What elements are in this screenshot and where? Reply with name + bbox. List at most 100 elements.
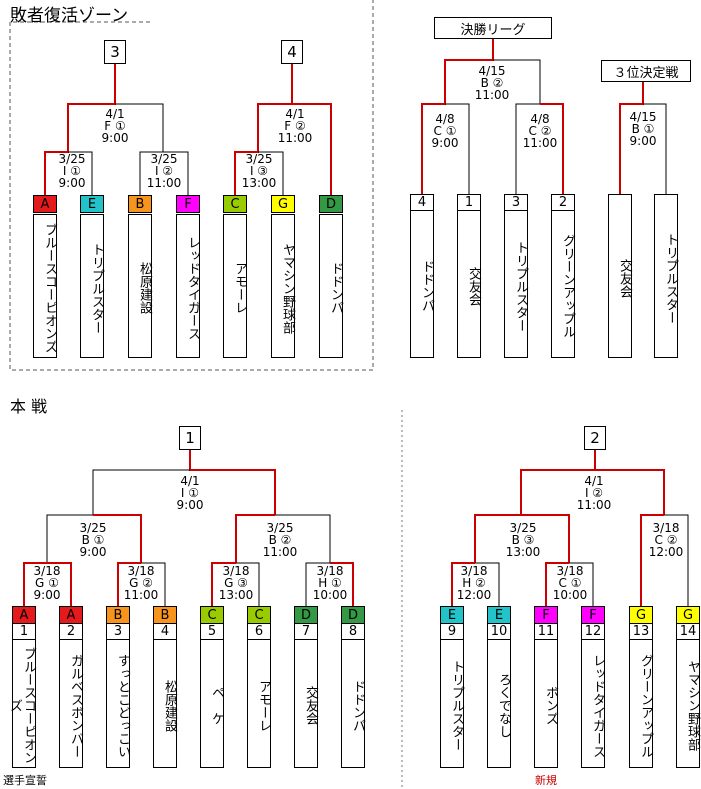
losers-win-path-4: [234, 64, 293, 195]
main-match-i2: 4/1 I ② 11:00: [576, 474, 612, 512]
main-g3-right: [236, 562, 260, 606]
team-number: 14: [677, 624, 699, 640]
main-badge-d: D: [294, 606, 318, 624]
main-badge-a: A: [12, 606, 36, 624]
losers-i1-right: [68, 151, 93, 195]
losers-team-box: 松原建設: [128, 214, 152, 358]
main-badge-c: C: [247, 606, 271, 624]
main-g1-win-b: [47, 562, 72, 606]
main-match-c2: 3/18 C ② 12:00: [648, 521, 684, 559]
team-number: 4: [154, 624, 176, 640]
main-badge-a: A: [59, 606, 83, 624]
third-match-b1: 4/15 B ① 9:00: [629, 110, 657, 148]
losers-badge-g: G: [271, 195, 295, 213]
main-right-final-win-b: [595, 469, 665, 515]
team-name: 交友会: [303, 686, 318, 725]
losers-slot-4: 4: [281, 40, 303, 64]
main-slot-2: 2: [584, 426, 606, 450]
team-name: ブルースコーピオンズ: [7, 647, 36, 764]
main-c1-right: [569, 562, 594, 606]
main-c1-win: [545, 562, 569, 606]
main-g1-win: [23, 562, 47, 606]
losers-team-box: トリプルスター: [80, 214, 104, 358]
final-c1-right: [445, 103, 470, 195]
main-team-box: 11 ボンズ: [534, 623, 558, 768]
team-name: ろくでなし: [496, 673, 511, 738]
team-name: レッドタイガース: [185, 236, 200, 340]
main-b3-win-b: [521, 514, 570, 563]
losers-match-i1: 3/25 I ① 9:00: [58, 152, 86, 190]
opening-pledge-note: 選手宣誓: [3, 774, 47, 787]
team-name: アモーレ: [232, 262, 247, 314]
main-g3-win: [211, 562, 236, 606]
losers-zone-border: [9, 0, 374, 371]
losers-badge-f: F: [176, 195, 200, 213]
team-name: トリプルスター: [449, 660, 464, 751]
team-name: 交友会: [466, 266, 481, 306]
main-match-h2: 3/18 H ② 12:00: [456, 564, 492, 602]
main-match-h1: 3/18 H ① 10:00: [312, 564, 348, 602]
losers-badge-a: A: [33, 195, 57, 213]
third-team-box: トリプルスター: [654, 194, 678, 358]
losers-badge-e: E: [80, 195, 104, 213]
losers-badge-b: B: [128, 195, 152, 213]
final-match-c1: 4/8 C ① 9:00: [431, 112, 459, 150]
losers-top-left-right: [115, 103, 164, 152]
team-name: ボンズ: [543, 686, 558, 725]
main-badge-d: D: [341, 606, 365, 624]
team-number: 5: [201, 624, 223, 640]
main-badge-c: C: [200, 606, 224, 624]
losers-team-box: レッドタイガース: [176, 214, 200, 358]
main-tournament-title: 本 戦: [10, 397, 48, 416]
main-g2-right: [141, 562, 166, 606]
team-name: 松原建設: [137, 262, 152, 314]
team-number: 2: [552, 195, 574, 211]
team-name: ガルベスボンバー: [68, 653, 83, 758]
team-name: トリプルスター: [513, 240, 528, 332]
losers-i2: [139, 151, 189, 195]
team-name: トリプルスター: [89, 242, 104, 334]
main-h2-right: [475, 562, 500, 606]
main-badge-f: F: [581, 606, 605, 624]
team-number: 1: [458, 195, 480, 211]
team-number: 11: [535, 624, 557, 640]
losers-team-box: ブルースコーピオンズ: [33, 214, 57, 358]
final-match-b2: 4/15 B ② 11:00: [474, 64, 510, 102]
losers-zone-title: 敗者復活ゾーン: [10, 6, 129, 26]
team-number: 3: [107, 624, 129, 640]
team-name: グリーンアップル: [638, 653, 653, 758]
main-team-box: 12 レッドタイガース: [581, 623, 605, 768]
team-name: すっとこどっこい: [115, 653, 130, 758]
final-team-box: 2 グリーンアップル: [551, 194, 575, 358]
main-right-final-win: [520, 450, 596, 515]
losers-win-path-3: [44, 64, 116, 195]
team-number: 7: [295, 624, 317, 640]
team-name: アモーレ: [256, 679, 271, 732]
third-team-box: 交友会: [608, 194, 632, 358]
final-league-title: 決勝リーグ: [434, 17, 552, 39]
team-number: 12: [582, 624, 604, 640]
final-match-c2: 4/8 C ② 11:00: [522, 112, 558, 150]
team-name: グリーンアップル: [560, 234, 575, 338]
team-name: レッドタイガース: [590, 653, 605, 758]
team-number: 6: [248, 624, 270, 640]
losers-badge-c: C: [223, 195, 247, 213]
main-match-b3: 3/25 B ③ 13:00: [505, 521, 541, 559]
main-badge-g: G: [629, 606, 653, 624]
losers-badge-d: D: [319, 195, 343, 213]
losers-team-box: ドドンパ: [319, 214, 343, 358]
third-win-path: [619, 82, 644, 195]
main-c2-right: [664, 514, 689, 606]
losers-team-box: ヤマシン野球部: [271, 214, 295, 358]
main-b3-win: [474, 514, 521, 563]
main-slot-1: 1: [179, 426, 201, 450]
